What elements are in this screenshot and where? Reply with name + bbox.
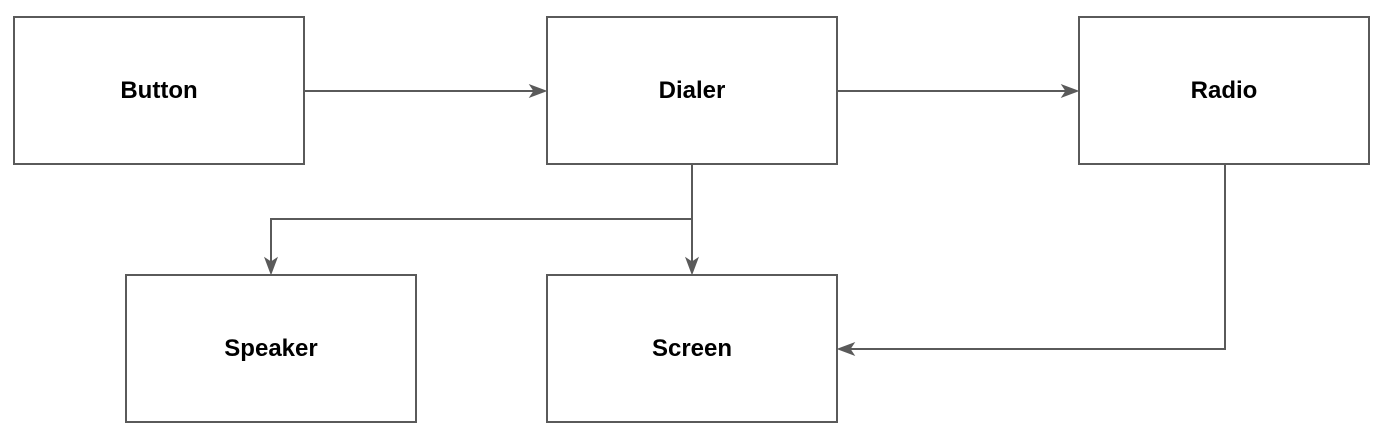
edge-dialer-to-screen <box>684 165 700 276</box>
edge-radio-to-screen <box>836 165 1226 357</box>
node-label-screen: Screen <box>651 334 733 362</box>
edge-dialer-to-speaker <box>263 218 692 276</box>
edge-dialer-to-radio <box>838 83 1080 99</box>
arrowhead-icon <box>1060 83 1080 99</box>
arrowhead-icon <box>836 341 856 357</box>
node-dialer: Dialer <box>546 16 838 165</box>
node-button: Button <box>13 16 305 165</box>
arrowhead-icon <box>263 256 279 276</box>
node-label-speaker: Speaker <box>224 334 318 362</box>
arrowhead-icon <box>684 256 700 276</box>
node-label-button: Button <box>120 76 198 104</box>
node-speaker: Speaker <box>125 274 417 423</box>
node-screen: Screen <box>546 274 838 423</box>
edge-button-to-dialer <box>305 83 548 99</box>
node-label-dialer: Dialer <box>658 76 726 104</box>
node-label-radio: Radio <box>1190 76 1258 104</box>
node-radio: Radio <box>1078 16 1370 165</box>
arrowhead-icon <box>528 83 548 99</box>
